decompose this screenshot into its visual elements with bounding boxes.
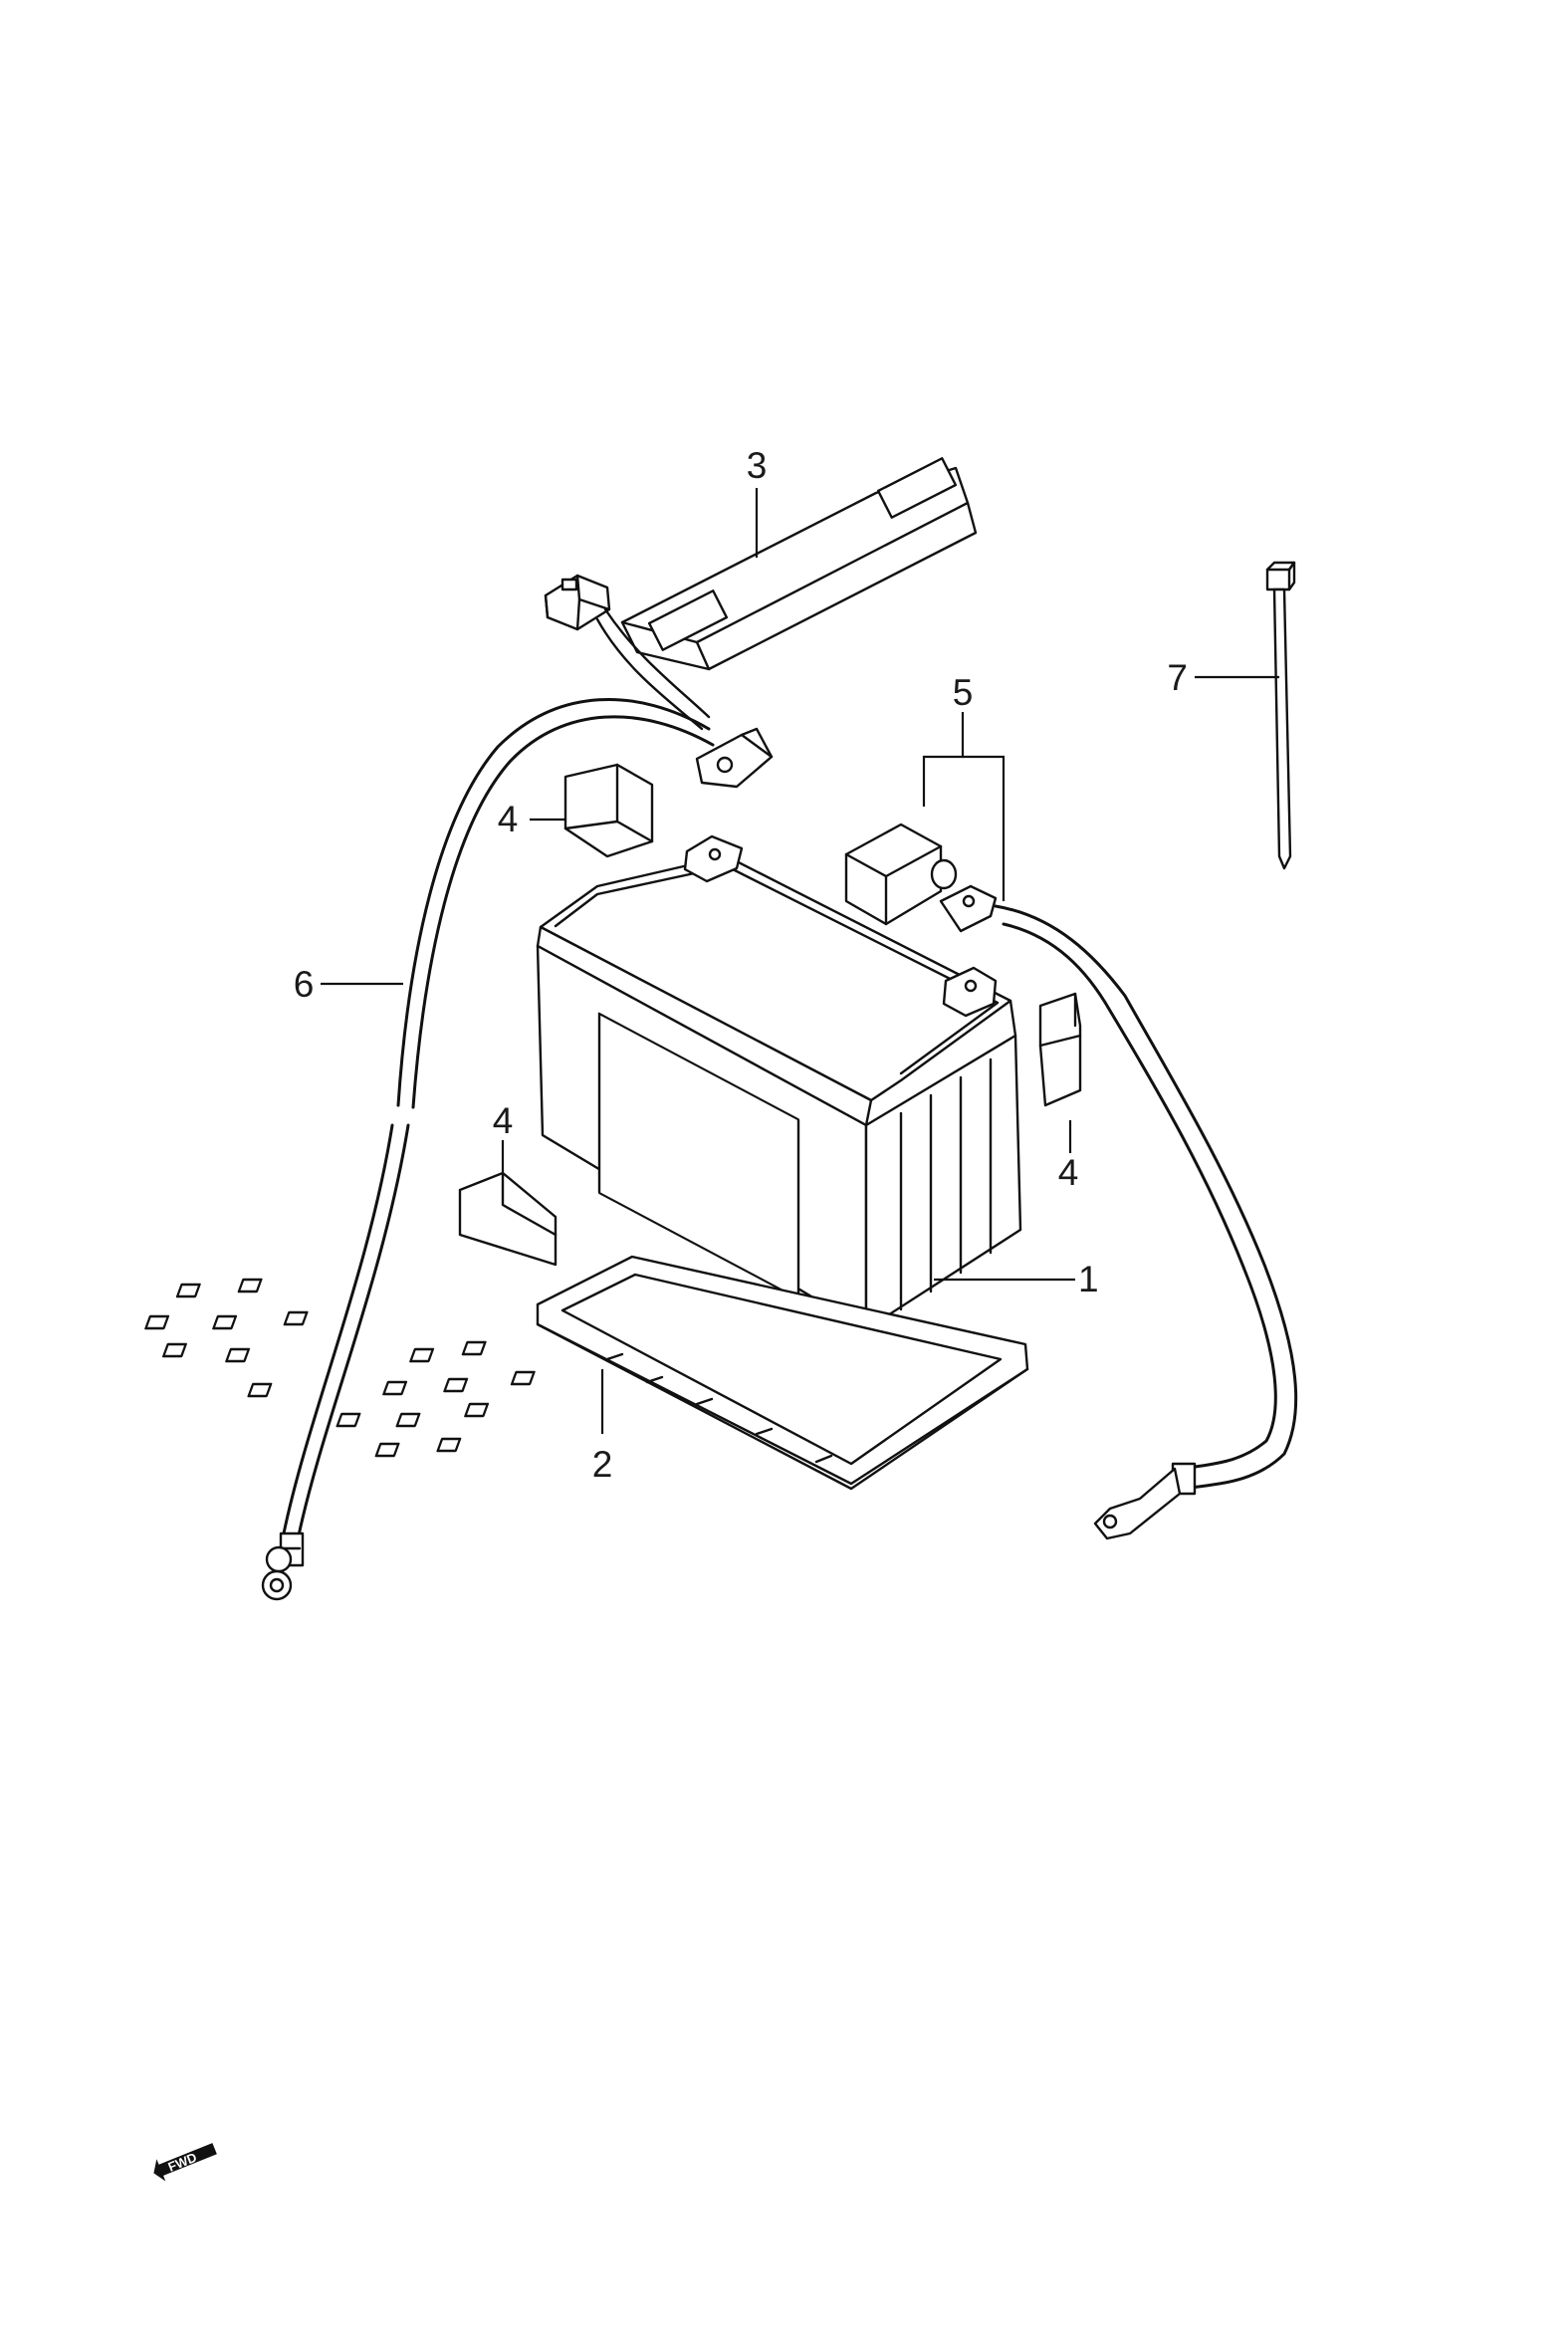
callout-5: 5 xyxy=(953,672,974,713)
negative-cable xyxy=(261,697,774,1601)
callout-3: 3 xyxy=(747,445,768,486)
leader-lines xyxy=(321,488,1279,1434)
callout-4-upper: 4 xyxy=(498,799,519,839)
pad-lower-left xyxy=(458,1171,558,1267)
callout-4-lower-left: 4 xyxy=(493,1100,514,1141)
battery-strap xyxy=(620,457,978,671)
tray-slots xyxy=(144,1278,536,1458)
callout-6: 6 xyxy=(294,964,315,1005)
callout-7: 7 xyxy=(1167,657,1188,698)
callout-4-right: 4 xyxy=(1058,1152,1079,1193)
cable-tie xyxy=(1265,561,1296,870)
fwd-arrow-icon: FWD xyxy=(153,2143,217,2182)
terminal-cover xyxy=(844,823,998,933)
callout-1: 1 xyxy=(1078,1259,1099,1299)
fwd-label: FWD xyxy=(166,2150,199,2175)
battery xyxy=(536,834,1022,1331)
pad-upper-left xyxy=(563,763,654,858)
callout-2: 2 xyxy=(592,1444,613,1485)
pad-right xyxy=(1038,992,1082,1107)
callout-labels: 3 4 5 7 6 4 4 1 2 xyxy=(294,445,1188,1485)
positive-cable xyxy=(994,904,1298,1540)
battery-tray xyxy=(144,1255,1029,1491)
